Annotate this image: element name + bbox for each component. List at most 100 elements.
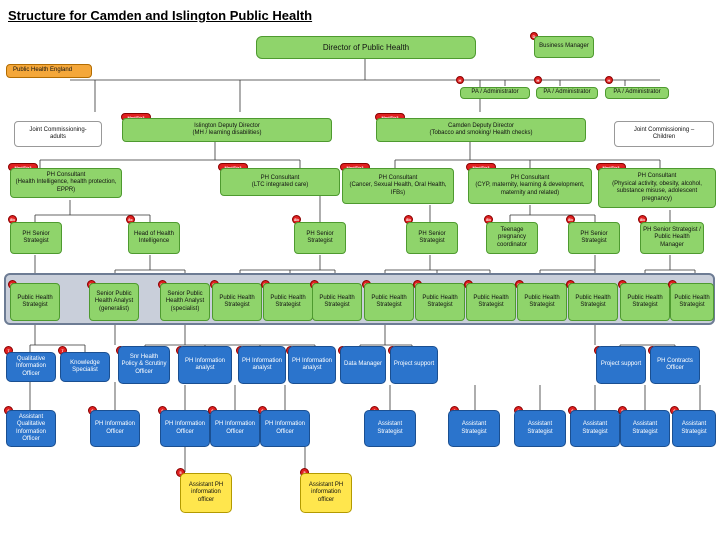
row8-label: Assistant Strategist xyxy=(681,421,707,435)
row8-box[interactable]: PH Information Officer xyxy=(260,410,310,447)
page-title: Structure for Camden and Islington Publi… xyxy=(8,8,313,23)
strategist-label: Senior Public Health Analyst (specialist… xyxy=(165,290,205,312)
phe-box[interactable]: Public Health England xyxy=(6,64,92,78)
row9-label: Assistant PH information officer xyxy=(188,481,224,503)
senior-strategist-label: PH Senior Strategist xyxy=(418,230,446,245)
strategist-box[interactable]: Public Health Strategist xyxy=(263,283,313,321)
row7-label: Qualitative Information Officer xyxy=(15,355,46,377)
row8-label: Assistant Strategist xyxy=(527,421,553,435)
director-label: Director of Public Health xyxy=(322,42,410,52)
row8-label: Assistant Strategist xyxy=(582,421,608,435)
row8-box[interactable]: Assistant Strategist xyxy=(620,410,670,447)
strategist-box[interactable]: Public Health Strategist xyxy=(517,283,567,321)
row7-label: PH Information analyst xyxy=(291,357,333,372)
row7-box[interactable]: Project support xyxy=(390,346,438,384)
row8-label: PH Information Officer xyxy=(214,421,256,435)
row7-label: Knowledge Specialist xyxy=(70,359,100,374)
row7-box[interactable]: Qualitative Information Officer xyxy=(6,352,56,382)
row8-box[interactable]: Assistant Qualitative Information Office… xyxy=(6,410,56,447)
row8-box[interactable]: PH Information Officer xyxy=(210,410,260,447)
row8-box[interactable]: Assistant Strategist xyxy=(570,410,620,447)
row7-box[interactable]: PH Information analyst xyxy=(288,346,336,384)
senior-strategist-box[interactable]: PH Senior Strategist xyxy=(294,222,346,254)
senior-strategist-box[interactable]: PH Senior Strategist xyxy=(568,222,620,254)
camden-deputy-box[interactable]: Camden Deputy Director (Tobacco and smok… xyxy=(376,118,586,142)
business-manager-label: Business Manager xyxy=(539,43,589,50)
row8-box[interactable]: Assistant Strategist xyxy=(672,410,716,447)
row8-box[interactable]: Assistant Strategist xyxy=(364,410,416,447)
teenage-pregnancy-box[interactable]: Teenage pregnancy coordinator xyxy=(486,222,538,254)
consultant-box[interactable]: PH Consultant (Cancer, Sexual Health, Or… xyxy=(342,168,454,204)
strategist-label: Senior Public Health Analyst (generalist… xyxy=(94,290,134,312)
strategist-box[interactable]: Public Health Strategist xyxy=(10,283,60,321)
consultant-box[interactable]: PH Consultant (Physical activity, obesit… xyxy=(598,168,716,208)
strategist-box[interactable]: Public Health Strategist xyxy=(620,283,670,321)
strategist-box[interactable]: Senior Public Health Analyst (specialist… xyxy=(160,283,210,321)
strategist-label: Public Health Strategist xyxy=(17,294,53,309)
camden-deputy-label: Camden Deputy Director (Tobacco and smok… xyxy=(429,122,533,137)
strategist-box[interactable]: Public Health Strategist xyxy=(212,283,262,321)
row8-box[interactable]: PH Information Officer xyxy=(90,410,140,447)
strategist-box[interactable]: Public Health Strategist xyxy=(670,283,714,321)
row8-box[interactable]: PH Information Officer xyxy=(160,410,210,447)
row7-box[interactable]: PH Information analyst xyxy=(178,346,232,384)
director-box[interactable]: Director of Public Health xyxy=(256,36,476,59)
senior-strategist-label: PH Senior Strategist xyxy=(306,230,334,245)
row7-label: Data Manager xyxy=(343,361,383,368)
consultant-box[interactable]: PH Consultant (Health Intelligence, heal… xyxy=(10,168,122,198)
strategist-box[interactable]: Public Health Strategist xyxy=(568,283,618,321)
head-health-intelligence-label: Head of Health Intelligence xyxy=(133,230,175,245)
consultant-label: PH Consultant (Health Intelligence, heal… xyxy=(15,171,117,193)
joint-commissioning-adults-box[interactable]: Joint Commissioning- adults xyxy=(14,121,102,147)
row8-label: PH Information Officer xyxy=(164,421,206,435)
row7-label: PH Contracts Officer xyxy=(657,357,693,372)
row9-box[interactable]: Assistant PH information officer xyxy=(300,473,352,513)
senior-strategist-label: PH Senior Strategist / Public Health Man… xyxy=(643,226,701,248)
strategist-label: Public Health Strategist xyxy=(270,294,306,309)
row7-box[interactable]: Knowledge Specialist xyxy=(60,352,110,382)
row7-box[interactable]: Data Manager xyxy=(340,346,386,384)
row8-label: PH Information Officer xyxy=(94,421,136,435)
joint-commissioning-children-label: Joint Commissioning – Children xyxy=(633,126,695,141)
row7-box[interactable]: PH Contracts Officer xyxy=(650,346,700,384)
joint-commissioning-children-box[interactable]: Joint Commissioning – Children xyxy=(614,121,714,147)
senior-strategist-box[interactable]: PH Senior Strategist xyxy=(10,222,62,254)
admin-box[interactable]: PA / Administrator xyxy=(536,87,598,99)
senior-strategist-label: PH Senior Strategist xyxy=(22,230,50,245)
senior-strategist-box[interactable]: PH Senior Strategist xyxy=(406,222,458,254)
admin-label: PA / Administrator xyxy=(613,89,661,96)
row7-box[interactable]: PH Information analyst xyxy=(238,346,286,384)
row7-box[interactable]: Project support xyxy=(596,346,646,384)
admin-box[interactable]: PA / Administrator xyxy=(460,87,530,99)
joint-commissioning-adults-label: Joint Commissioning- adults xyxy=(29,126,87,141)
row8-label: Assistant Strategist xyxy=(377,421,403,435)
row7-label: PH Information analyst xyxy=(241,357,283,372)
row8-label: Assistant Strategist xyxy=(461,421,487,435)
business-manager-box[interactable]: Business Manager xyxy=(534,36,594,58)
senior-strategist-box[interactable]: PH Senior Strategist / Public Health Man… xyxy=(640,222,704,254)
row8-box[interactable]: Assistant Strategist xyxy=(448,410,500,447)
strategist-box[interactable]: Public Health Strategist xyxy=(466,283,516,321)
row8-label: PH Information Officer xyxy=(264,421,306,435)
consultant-box[interactable]: PH Consultant (CYP, maternity, learning … xyxy=(468,168,592,204)
phe-label: Public Health England xyxy=(13,67,73,74)
strategist-label: Public Health Strategist xyxy=(524,294,560,309)
islington-deputy-box[interactable]: Islington Deputy Director (MH / learning… xyxy=(122,118,332,142)
admin-box[interactable]: PA / Administrator xyxy=(605,87,669,99)
row9-box[interactable]: Assistant PH information officer xyxy=(180,473,232,513)
row7-box[interactable]: Snr Health Policy & Scrutiny Officer xyxy=(118,346,170,384)
grade-badge: H xyxy=(605,76,613,84)
strategist-label: Public Health Strategist xyxy=(627,294,663,309)
strategist-box[interactable]: Senior Public Health Analyst (generalist… xyxy=(89,283,139,321)
strategist-box[interactable]: Public Health Strategist xyxy=(415,283,465,321)
head-health-intelligence-box[interactable]: Head of Health Intelligence xyxy=(128,222,180,254)
admin-label: PA / Administrator xyxy=(543,89,591,96)
strategist-box[interactable]: Public Health Strategist xyxy=(312,283,362,321)
consultant-label: PH Consultant (CYP, maternity, learning … xyxy=(475,174,585,196)
strategist-box[interactable]: Public Health Strategist xyxy=(364,283,414,321)
row8-box[interactable]: Assistant Strategist xyxy=(514,410,566,447)
grade-badge: H xyxy=(456,76,464,84)
consultant-box[interactable]: PH Consultant (LTC integrated care) xyxy=(220,168,340,196)
